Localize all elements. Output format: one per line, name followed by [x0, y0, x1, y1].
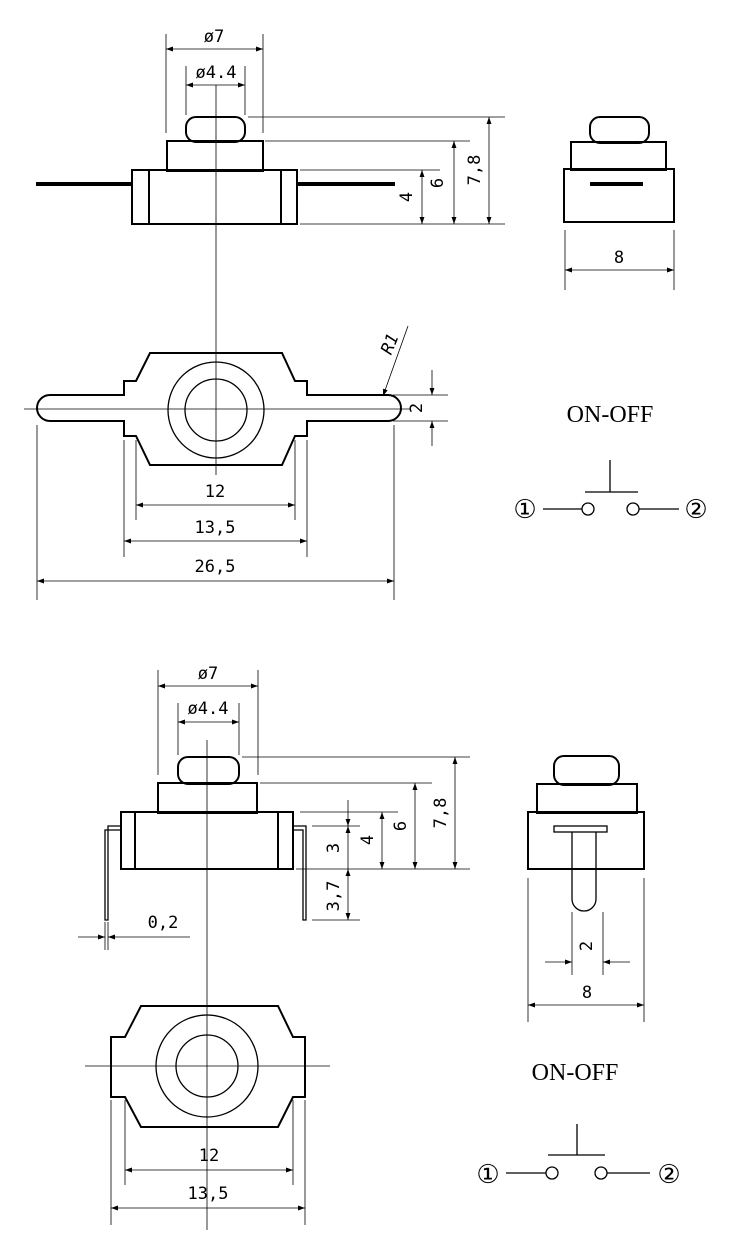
bottom-plan-view	[85, 1005, 330, 1225]
top-dim-inner-diameter: ø4.4	[196, 63, 237, 83]
bottom-dim-terminal-length: 3,7	[324, 881, 344, 912]
bottom-dim-terminal-thickness: 0,2	[148, 913, 179, 933]
bottom-dim-body-width: 12	[199, 1146, 219, 1166]
top-switch-schematic	[543, 460, 679, 516]
bottom-dim-outer-diameter: ø7	[198, 664, 218, 684]
top-dim-radius: R1	[377, 331, 403, 357]
bottom-dim-body-lower: 3	[324, 843, 344, 853]
top-plan-view	[24, 325, 448, 600]
bottom-dim-terminal-width: 2	[577, 941, 597, 951]
bottom-dim-total-height: 7,8	[431, 798, 451, 829]
bottom-dim-body-height: 4	[358, 835, 378, 845]
top-dim-body-height: 4	[397, 192, 417, 202]
bottom-pin-2: ②	[657, 1160, 680, 1190]
top-dim-cap-height: 6	[428, 178, 448, 188]
top-dim-body-width: 12	[205, 482, 225, 502]
top-pin-2: ②	[684, 495, 707, 525]
bottom-schematic-label: ON-OFF	[532, 1060, 619, 1086]
top-front-view	[36, 34, 505, 475]
bottom-dim-cap-height: 6	[391, 821, 411, 831]
top-dim-overall-length: 26,5	[195, 557, 236, 577]
bottom-dim-flange-width: 13,5	[188, 1184, 229, 1204]
right-terminal	[297, 182, 395, 186]
top-pin-1: ①	[513, 495, 536, 525]
top-dim-side-width: 8	[614, 248, 624, 268]
top-side-view	[563, 116, 675, 290]
top-dim-flange-width: 13,5	[195, 518, 236, 538]
top-dim-outer-diameter: ø7	[204, 27, 224, 47]
top-dim-terminal-thickness: 2	[407, 403, 427, 413]
bottom-switch-schematic	[506, 1124, 650, 1180]
top-dim-total-height: 7,8	[465, 155, 485, 186]
bottom-side-view	[527, 755, 645, 1022]
top-schematic-label: ON-OFF	[567, 402, 654, 428]
bottom-dim-side-width: 8	[582, 983, 592, 1003]
bottom-dim-inner-diameter: ø4.4	[188, 699, 229, 719]
bottom-pin-1: ①	[476, 1160, 499, 1190]
left-terminal	[36, 182, 132, 186]
bottom-front-view	[78, 670, 470, 1230]
